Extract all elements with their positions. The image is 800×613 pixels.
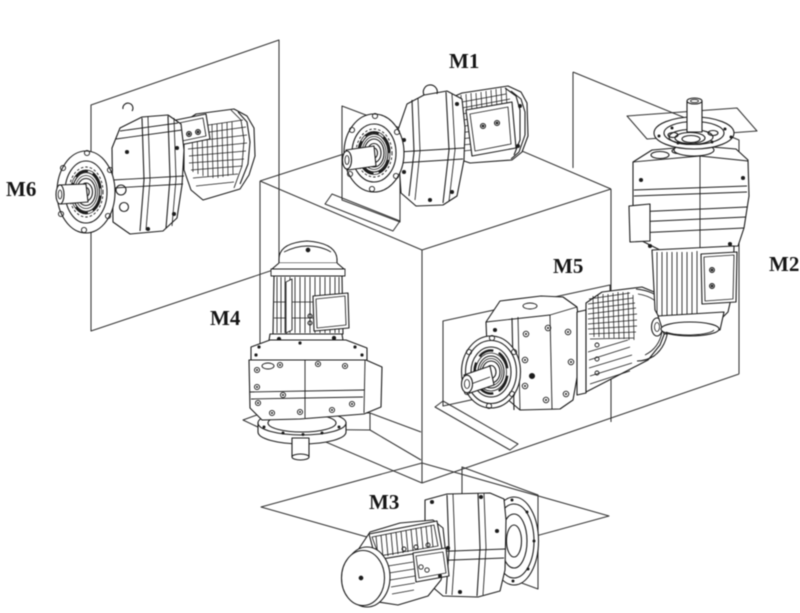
svg-text:M4: M4 (210, 306, 241, 330)
svg-text:M6: M6 (6, 177, 36, 201)
svg-text:M3: M3 (369, 490, 399, 514)
svg-text:M1: M1 (449, 49, 479, 73)
svg-text:M5: M5 (553, 254, 583, 278)
svg-text:M2: M2 (769, 252, 799, 276)
